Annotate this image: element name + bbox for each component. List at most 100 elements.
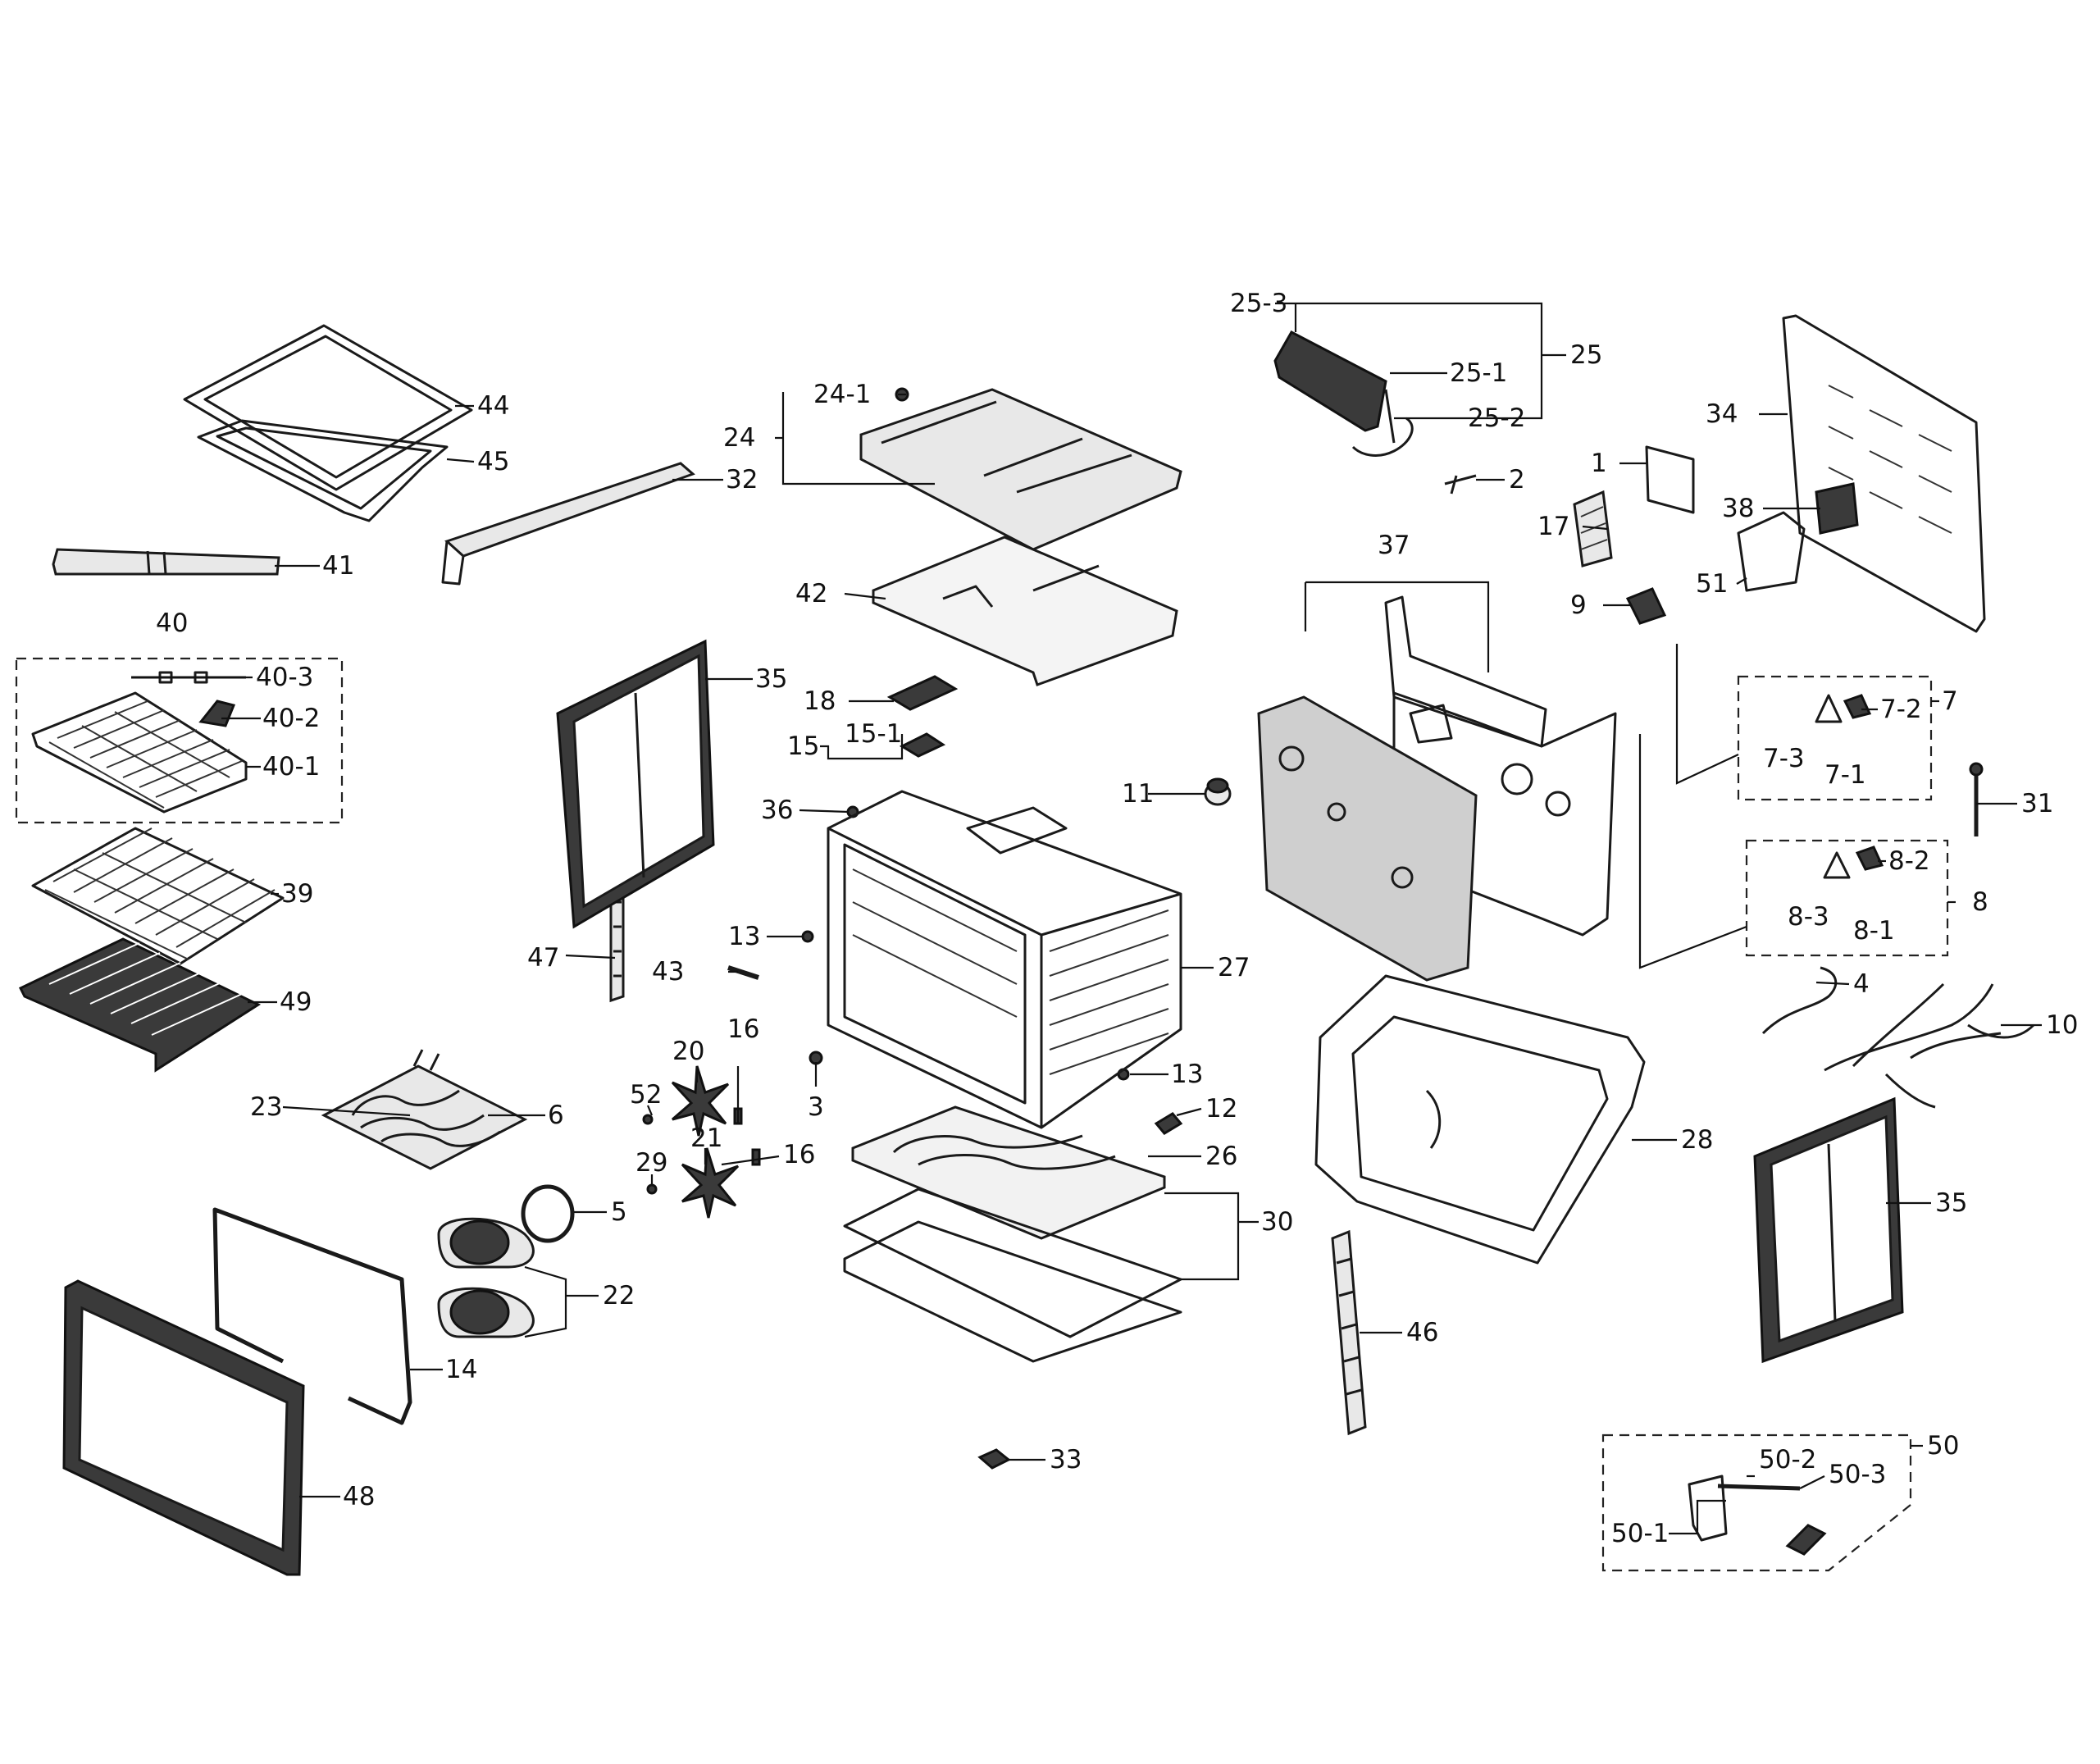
label-13a: 13 (728, 922, 760, 951)
part-rack-49 (18, 937, 262, 1073)
label-10: 10 (2046, 1010, 2078, 1040)
part-rack-40-1 (31, 691, 248, 814)
part-side-panel-35-left (556, 639, 715, 929)
label-6: 6 (548, 1101, 564, 1130)
label-24-1: 24-1 (813, 380, 871, 409)
part-bracket-40-2 (198, 700, 236, 727)
label-50-3: 50-3 (1829, 1460, 1886, 1489)
part-fan-covers-22 (437, 1217, 535, 1338)
part-screw-13a (801, 930, 814, 943)
part-bracket-8-3 (1823, 851, 1851, 879)
part-top-frame-24 (859, 388, 1182, 551)
part-hinge-latch-50-3 (1785, 1524, 1827, 1556)
label-4: 4 (1853, 969, 1870, 999)
part-label-plate-1 (1645, 445, 1695, 514)
label-46: 46 (1406, 1318, 1438, 1347)
label-12: 12 (1205, 1094, 1237, 1124)
part-bracket-7-3 (1815, 694, 1843, 723)
label-28: 28 (1681, 1125, 1713, 1155)
label-16b: 16 (783, 1140, 815, 1169)
part-knob-11 (1204, 777, 1232, 806)
part-block-15 (899, 732, 946, 758)
part-wire-harness-10 (1824, 982, 2035, 1109)
part-hinge-strip-46 (1331, 1229, 1367, 1436)
label-20: 20 (672, 1037, 704, 1066)
label-50-1: 50-1 (1611, 1519, 1669, 1548)
label-14: 14 (445, 1355, 477, 1384)
part-switch-7-2 (1843, 694, 1872, 719)
part-plate-18 (886, 675, 959, 711)
label-40-3: 40-3 (256, 663, 313, 692)
part-side-panel-35-right (1753, 1096, 1904, 1364)
label-26: 26 (1205, 1142, 1237, 1171)
part-oven-cavity-27 (827, 790, 1182, 1129)
group-box-8 (1745, 839, 1949, 957)
label-25-2: 25-2 (1468, 403, 1525, 433)
label-40-2: 40-2 (262, 704, 320, 733)
label-51: 51 (1696, 569, 1728, 599)
part-tray-insert-45 (197, 419, 449, 522)
part-bake-element-26 (851, 1105, 1166, 1240)
label-8: 8 (1972, 887, 1988, 917)
label-41: 41 (322, 551, 354, 581)
label-16a: 16 (727, 1014, 759, 1044)
label-9: 9 (1570, 590, 1587, 620)
label-17: 17 (1537, 512, 1569, 541)
label-22: 22 (603, 1281, 635, 1310)
label-36: 36 (761, 795, 793, 825)
label-27: 27 (1218, 953, 1250, 982)
label-21: 21 (690, 1124, 722, 1153)
label-7: 7 (1942, 686, 1958, 716)
part-connector-12 (1154, 1112, 1183, 1135)
label-49: 49 (280, 987, 312, 1017)
leader-lines (131, 302, 2042, 1535)
label-1: 1 (1591, 449, 1607, 478)
label-15: 15 (787, 732, 819, 761)
label-35-left: 35 (755, 664, 787, 694)
label-48: 48 (343, 1482, 375, 1511)
label-5: 5 (611, 1197, 627, 1227)
label-18: 18 (804, 686, 836, 716)
part-switch-8-2 (1855, 846, 1884, 871)
label-34: 34 (1706, 399, 1738, 429)
part-screw-2 (1444, 474, 1477, 495)
part-clip-33 (977, 1448, 1011, 1470)
part-screw-16b (751, 1148, 761, 1166)
label-37: 37 (1378, 531, 1410, 560)
group-box-50 (1601, 1434, 1912, 1572)
label-32: 32 (726, 465, 758, 495)
label-7-3: 7-3 (1763, 744, 1805, 773)
part-screw-29 (646, 1183, 658, 1195)
part-wire-4 (1761, 966, 1838, 1035)
label-50: 50 (1927, 1431, 1959, 1461)
part-heating-element-23 (321, 1049, 528, 1170)
label-30: 30 (1261, 1207, 1293, 1237)
part-hood-25 (1273, 330, 1396, 444)
label-25: 25 (1570, 340, 1602, 370)
part-wire-25-2 (1351, 417, 1414, 457)
part-tray-44 (183, 324, 473, 491)
label-3: 3 (808, 1092, 824, 1122)
label-35-right: 35 (1935, 1188, 1967, 1218)
part-shield-42 (872, 536, 1178, 686)
part-bracket-51 (1737, 511, 1806, 592)
label-24: 24 (723, 423, 755, 453)
part-back-cover-34 (1782, 314, 1986, 633)
label-15-1: 15-1 (845, 719, 902, 749)
label-42: 42 (795, 579, 827, 609)
part-filter-17 (1573, 490, 1613, 567)
part-rod-43 (727, 965, 759, 980)
label-7-1: 7-1 (1824, 760, 1866, 790)
label-39: 39 (281, 879, 313, 909)
label-8-3: 8-3 (1788, 902, 1829, 932)
label-52: 52 (630, 1080, 662, 1110)
label-8-1: 8-1 (1853, 916, 1895, 946)
label-11: 11 (1122, 779, 1154, 809)
label-40: 40 (156, 609, 188, 638)
part-rack-39 (31, 827, 285, 965)
part-clip-9 (1625, 587, 1667, 625)
label-43: 43 (652, 957, 684, 987)
group-box-7 (1737, 675, 1933, 801)
label-33: 33 (1050, 1445, 1082, 1475)
label-25-3: 25-3 (1230, 289, 1287, 318)
